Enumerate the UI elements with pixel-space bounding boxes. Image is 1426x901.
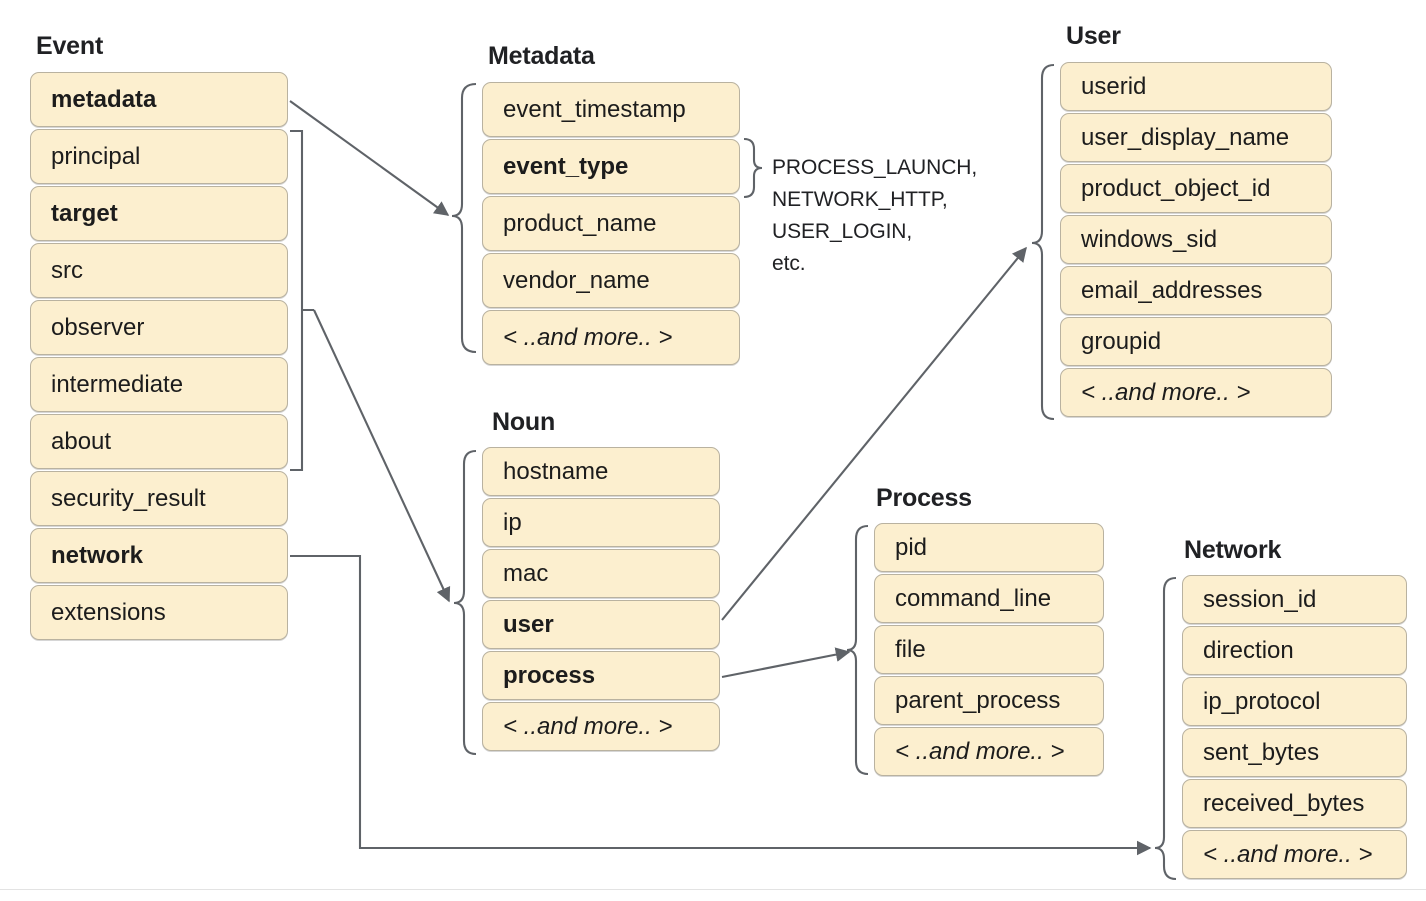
event-type-enum-note: PROCESS_LAUNCH, NETWORK_HTTP, USER_LOGIN… [772, 156, 978, 275]
field-event-target[interactable]: target [30, 186, 288, 241]
field-metadata-product-name[interactable]: product_name [482, 196, 740, 251]
group-title-noun: Noun [492, 408, 556, 436]
event-nouns-bracket [290, 129, 314, 472]
group-title-network: Network [1184, 536, 1282, 564]
connector-noun-process [721, 647, 851, 679]
event-type-brace [743, 137, 763, 199]
group-title-user: User [1066, 22, 1121, 50]
field-user-display-name[interactable]: user_display_name [1060, 113, 1332, 162]
field-event-network[interactable]: network [30, 528, 288, 583]
noun-group-bracket [453, 449, 477, 756]
field-metadata-vendor-name[interactable]: vendor_name [482, 253, 740, 308]
field-user-windows-sid[interactable]: windows_sid [1060, 215, 1332, 264]
field-event-src[interactable]: src [30, 243, 288, 298]
field-user-product-object-id[interactable]: product_object_id [1060, 164, 1332, 213]
group-title-event: Event [36, 32, 104, 60]
field-event-security-result[interactable]: security_result [30, 471, 288, 526]
field-noun-hostname[interactable]: hostname [482, 447, 720, 496]
field-event-principal[interactable]: principal [30, 129, 288, 184]
network-group-bracket [1154, 576, 1177, 881]
field-user-userid[interactable]: userid [1060, 62, 1332, 111]
field-network-sent-bytes[interactable]: sent_bytes [1182, 728, 1407, 777]
field-noun-mac[interactable]: mac [482, 549, 720, 598]
field-network-and-more[interactable]: < ..and more.. > [1182, 830, 1407, 879]
process-group-bracket [846, 524, 869, 776]
bottom-divider [0, 889, 1426, 890]
field-metadata-and-more[interactable]: < ..and more.. > [482, 310, 740, 365]
field-user-and-more[interactable]: < ..and more.. > [1060, 368, 1332, 417]
field-user-groupid[interactable]: groupid [1060, 317, 1332, 366]
field-network-received-bytes[interactable]: received_bytes [1182, 779, 1407, 828]
field-event-intermediate[interactable]: intermediate [30, 357, 288, 412]
group-title-metadata: Metadata [488, 42, 595, 70]
user-group-bracket [1031, 63, 1055, 421]
field-event-observer[interactable]: observer [30, 300, 288, 355]
field-event-extensions[interactable]: extensions [30, 585, 288, 640]
field-network-ip-protocol[interactable]: ip_protocol [1182, 677, 1407, 726]
field-user-email-addresses[interactable]: email_addresses [1060, 266, 1332, 315]
field-process-pid[interactable]: pid [874, 523, 1104, 572]
field-process-parent-process[interactable]: parent_process [874, 676, 1104, 725]
field-network-session-id[interactable]: session_id [1182, 575, 1407, 624]
field-noun-and-more[interactable]: < ..and more.. > [482, 702, 720, 751]
field-noun-ip[interactable]: ip [482, 498, 720, 547]
connector-nouns [313, 309, 451, 603]
metadata-group-bracket [451, 82, 477, 354]
field-event-metadata[interactable]: metadata [30, 72, 288, 127]
field-metadata-event-type[interactable]: event_type [482, 139, 740, 194]
field-event-about[interactable]: about [30, 414, 288, 469]
field-process-and-more[interactable]: < ..and more.. > [874, 727, 1104, 776]
connector-metadata [289, 100, 450, 216]
field-noun-process[interactable]: process [482, 651, 720, 700]
field-network-direction[interactable]: direction [1182, 626, 1407, 675]
field-noun-user[interactable]: user [482, 600, 720, 649]
field-process-file[interactable]: file [874, 625, 1104, 674]
group-title-process: Process [876, 484, 972, 512]
field-process-command-line[interactable]: command_line [874, 574, 1104, 623]
field-metadata-event-timestamp[interactable]: event_timestamp [482, 82, 740, 137]
